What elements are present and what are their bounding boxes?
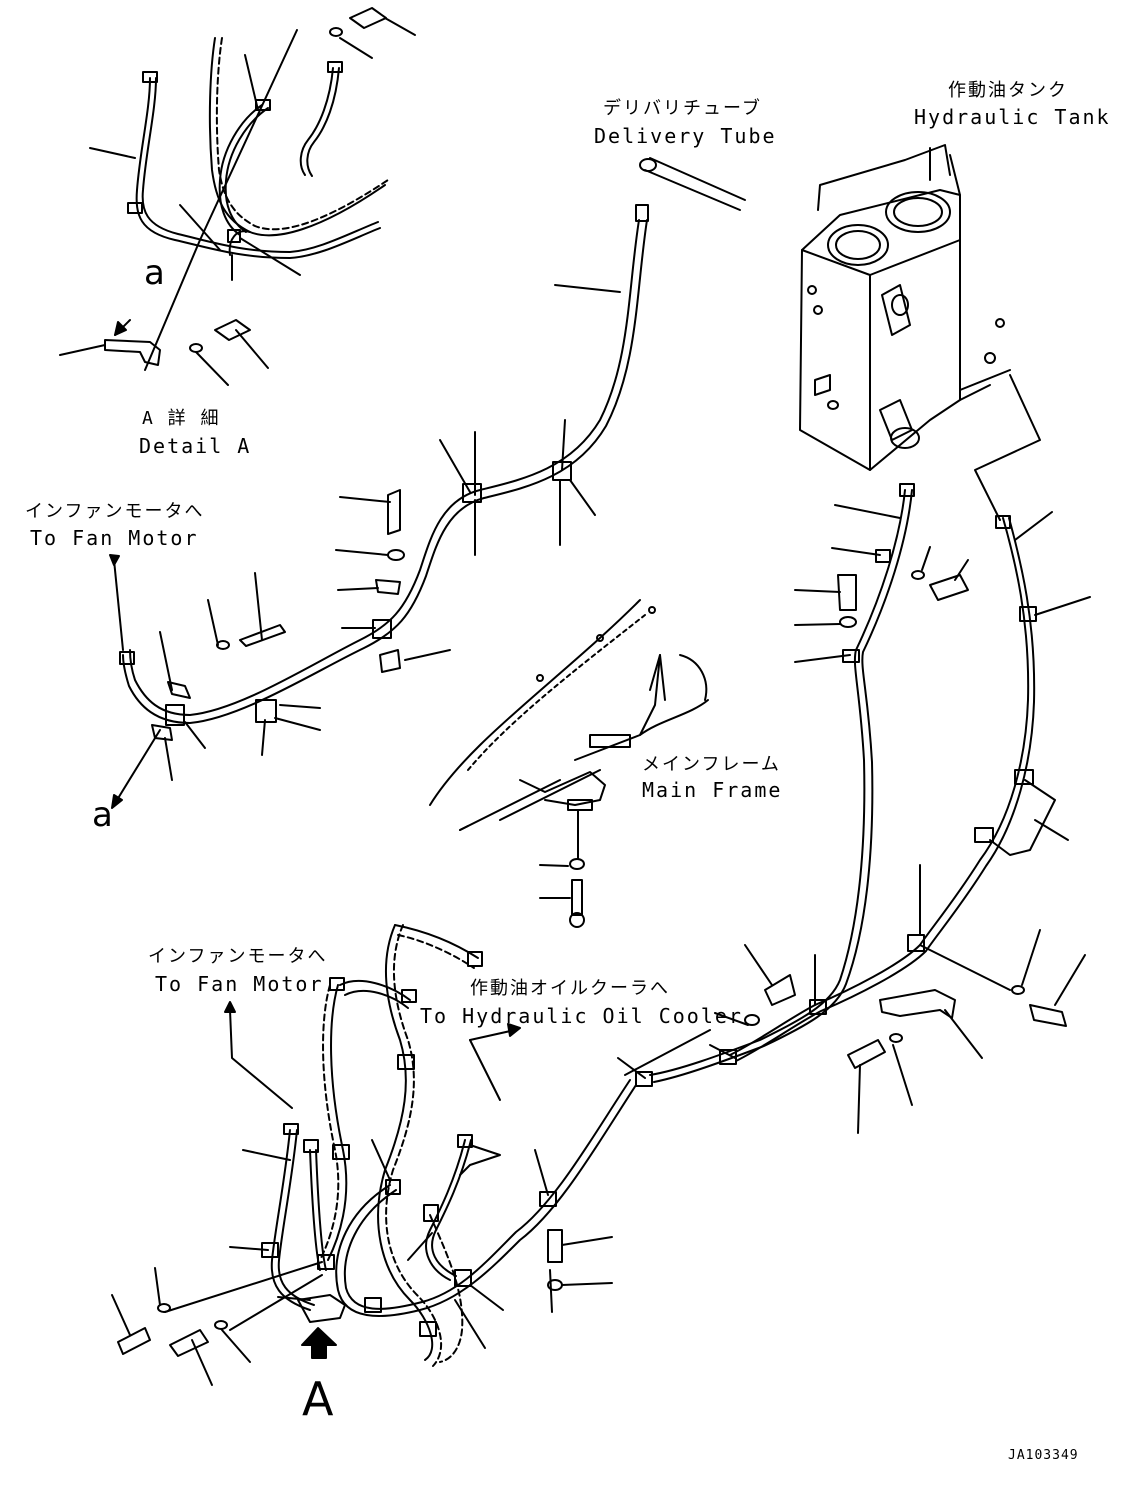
hydraulic-tank-label-en: Hydraulic Tank bbox=[914, 105, 1111, 129]
to-fan-motor-upper-label-en: To Fan Motor bbox=[30, 526, 199, 550]
main-frame-label-en: Main Frame bbox=[642, 778, 783, 802]
to-oil-cooler-label-jp: 作動油オイルクーラへ bbox=[470, 978, 670, 999]
to-fan-motor-lower-label-en: To Fan Motor bbox=[155, 972, 324, 996]
lower-hose-bundle bbox=[111, 924, 637, 1386]
delivery-tube-hose bbox=[109, 157, 746, 809]
main-frame-label-jp: メインフレーム bbox=[642, 754, 781, 775]
detail-a-label-jp: A 詳 細 bbox=[142, 408, 221, 429]
tank-return-hoses bbox=[617, 483, 1091, 1134]
reference-a-upper: a bbox=[144, 253, 165, 293]
hydraulic-tank-label-jp: 作動油タンク bbox=[948, 80, 1068, 101]
detail-a-hoses bbox=[59, 7, 416, 386]
to-oil-cooler-label-en: To Hydraulic Oil Cooler bbox=[420, 1004, 743, 1028]
delivery-tube-label-en: Delivery Tube bbox=[594, 124, 777, 148]
delivery-tube-label-jp: デリバリチューブ bbox=[603, 98, 762, 119]
to-fan-motor-upper-label-jp: インファンモータへ bbox=[25, 501, 205, 522]
view-a-label: A bbox=[302, 1372, 334, 1426]
drawing-code: JA103349 bbox=[1008, 1448, 1079, 1463]
to-fan-motor-lower-label-jp: インファンモータへ bbox=[148, 946, 328, 967]
detail-a-label-en: Detail A bbox=[139, 434, 252, 458]
reference-a-lower: a bbox=[92, 795, 113, 835]
main-frame bbox=[429, 599, 709, 928]
hydraulic-tank bbox=[799, 144, 1041, 521]
